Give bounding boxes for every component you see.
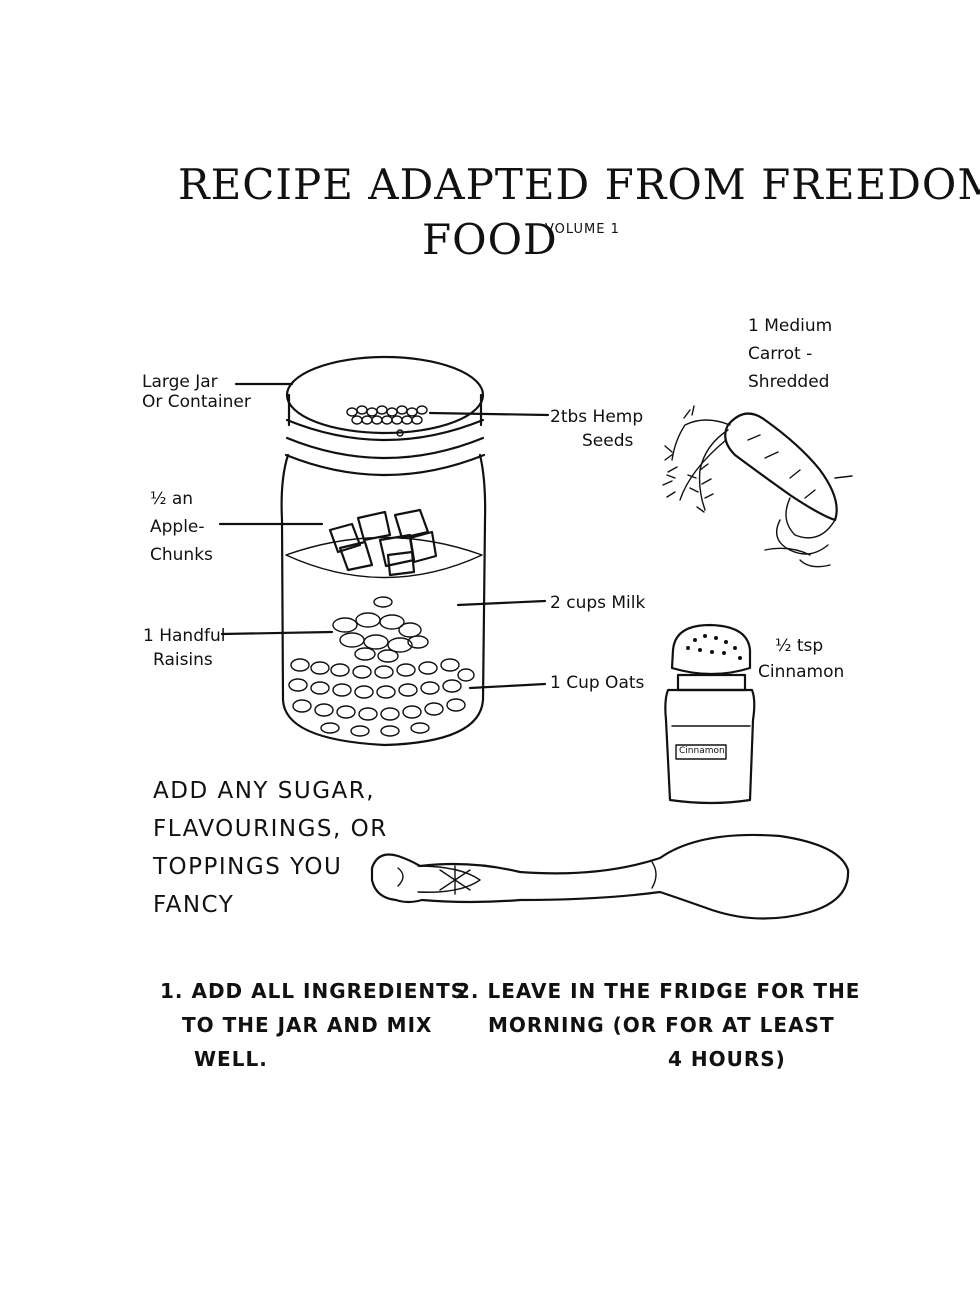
step-2-line-2: MORNING (OR FOR AT LEAST <box>488 1013 835 1037</box>
volume-label: VOLUME 1 <box>545 222 620 237</box>
oats-icon <box>288 658 475 737</box>
label-carrot-line-2: Carrot - <box>748 344 813 364</box>
label-jar-line-1: Large Jar <box>142 372 218 392</box>
jar-icon <box>280 355 487 747</box>
label-raisins-line-1: 1 Handful <box>143 626 226 646</box>
leader-lines <box>218 382 550 690</box>
hemp-seeds-icon <box>346 405 428 437</box>
step-1-line-1: 1. ADD ALL INGREDIENTS <box>160 979 467 1003</box>
step-2: 2. LEAVE IN THE FRIDGE FOR THE MORNING (… <box>456 974 860 1076</box>
label-apple: ½ an Apple- Chunks <box>150 487 213 567</box>
label-hemp-line-2: Seeds <box>582 431 634 451</box>
label-cinnamon-line-1: ½ tsp <box>775 636 824 656</box>
title-line-2: FOOD <box>422 215 558 264</box>
label-raisins-line-2: Raisins <box>153 650 213 670</box>
label-raisins: 1 Handful Raisins <box>143 624 225 672</box>
label-apple-line-3: Chunks <box>150 545 213 565</box>
carrot-icon <box>662 405 853 568</box>
label-hemp: 2tbs Hemp Seeds <box>550 405 643 453</box>
shaker-label-text: Cinnamon <box>679 746 725 756</box>
label-jar: Large Jar Or Container <box>142 370 251 414</box>
label-cinnamon: ½ tsp Cinnamon <box>758 634 844 684</box>
note: ADD ANY SUGAR, FLAVOURINGS, OR TOPPINGS … <box>153 772 388 924</box>
label-apple-line-1: ½ an <box>150 489 194 509</box>
label-cinnamon-line-2: Cinnamon <box>758 662 845 682</box>
note-line-2: FLAVOURINGS, OR <box>153 816 388 842</box>
step-1: 1. ADD ALL INGREDIENTS TO THE JAR AND MI… <box>160 974 466 1076</box>
label-hemp-line-1: 2tbs Hemp <box>550 407 644 427</box>
label-milk: 2 cups Milk <box>550 593 646 613</box>
label-apple-line-2: Apple- <box>150 517 205 537</box>
note-line-3: TOPPINGS YOU <box>153 854 343 880</box>
step-2-line-3: 4 HOURS) <box>668 1047 786 1071</box>
label-carrot-line-1: 1 Medium <box>748 316 833 336</box>
title-line-1: RECIPE ADAPTED FROM FREEDOM <box>178 160 980 209</box>
spoon-icon <box>370 833 850 920</box>
step-1-line-2: TO THE JAR AND MIX <box>182 1013 433 1037</box>
label-oats: 1 Cup Oats <box>550 673 645 693</box>
note-line-4: FANCY <box>153 892 235 918</box>
step-1-line-3: WELL. <box>194 1047 268 1071</box>
label-carrot: 1 Medium Carrot - Shredded <box>748 314 832 394</box>
step-2-line-1: 2. LEAVE IN THE FRIDGE FOR THE <box>456 979 861 1003</box>
label-carrot-line-3: Shredded <box>748 372 830 392</box>
raisins-icon <box>332 596 429 663</box>
note-line-1: ADD ANY SUGAR, <box>153 778 376 804</box>
label-jar-line-2: Or Container <box>142 392 251 412</box>
cinnamon-shaker-icon <box>664 623 756 805</box>
apple-chunks-icon <box>328 508 438 577</box>
